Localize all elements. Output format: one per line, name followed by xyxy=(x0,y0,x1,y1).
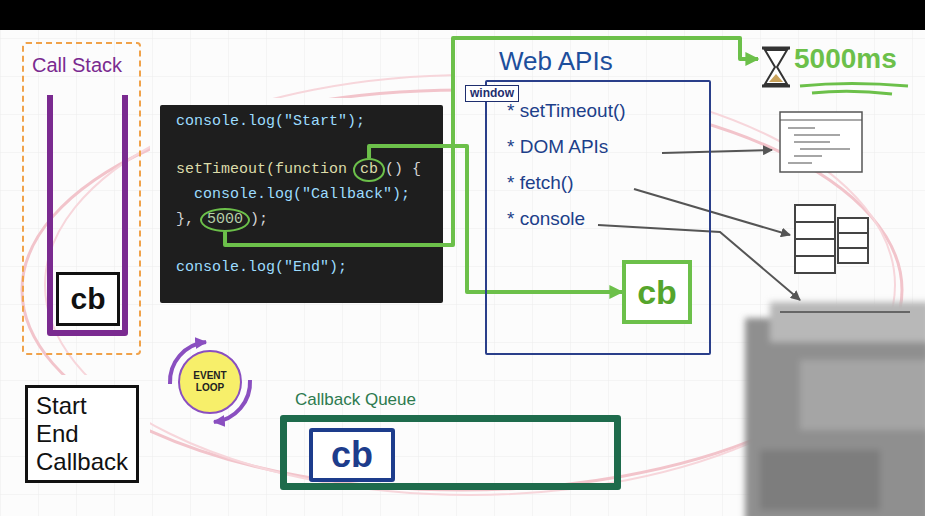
delay-circle: 5000 xyxy=(200,208,250,232)
blurred-region xyxy=(760,450,880,510)
document-sheet xyxy=(780,112,862,172)
delay-value: 5000 xyxy=(207,211,243,229)
web-api-item: * DOM APIs xyxy=(507,136,709,158)
code-row: }, 5000); xyxy=(176,210,268,230)
server-slot xyxy=(838,247,868,249)
document-line xyxy=(800,148,850,150)
document-line xyxy=(788,127,815,129)
document-line xyxy=(780,120,862,121)
web-api-item: Web APIs xyxy=(499,46,709,76)
console-output: StartEndCallback xyxy=(25,385,139,483)
code-token: console.log("Start"); xyxy=(176,112,365,132)
stack-frame: cb xyxy=(56,272,120,326)
leader-arrow xyxy=(662,150,772,153)
tab-label: window xyxy=(470,86,514,101)
queued-callback: cb xyxy=(309,428,395,482)
blurred-region xyxy=(745,318,925,516)
flow-arrow xyxy=(225,38,758,245)
callback-name-circle: cb xyxy=(353,158,385,182)
dom-document-icon xyxy=(780,112,862,172)
timer-underline xyxy=(800,84,908,87)
server-slot xyxy=(838,232,868,234)
document-line xyxy=(794,155,822,157)
window-tab: window xyxy=(465,85,519,102)
web-api-item: * setTimeout() xyxy=(507,100,709,122)
code-token: }, xyxy=(176,210,194,230)
monitor-edge xyxy=(780,311,910,313)
event-loop-label: EVENT LOOP xyxy=(188,370,232,394)
top-bar xyxy=(0,0,925,30)
web-api-callback: cb xyxy=(622,260,692,324)
console-line: Start xyxy=(36,392,128,420)
code-token: setTimeout(function xyxy=(176,160,347,180)
server-rack xyxy=(838,218,868,263)
console-line: Callback xyxy=(36,448,128,476)
hourglass-icon xyxy=(762,48,790,86)
queue-title: Callback Queue xyxy=(295,388,614,412)
console-line: End xyxy=(36,420,128,448)
event-loop: EVENT LOOP xyxy=(178,350,242,414)
web-api-item: * console xyxy=(507,208,709,230)
code-token: ); xyxy=(250,210,268,230)
server-rack xyxy=(795,205,835,273)
code-row: setTimeout(function cb () { xyxy=(176,160,421,180)
code-editor-background xyxy=(160,105,443,303)
web-apis-panel: Web APIs* setTimeout()* DOM APIs* fetch(… xyxy=(485,80,711,355)
server-slot xyxy=(795,238,835,240)
hourglass-glass xyxy=(765,50,787,84)
function-name: cb xyxy=(360,161,378,179)
server-slot xyxy=(795,221,835,223)
timer-duration: 5000ms xyxy=(794,42,897,76)
server-icon xyxy=(795,205,868,273)
frame-label: cb xyxy=(70,281,105,317)
hourglass-sand xyxy=(769,74,783,82)
web-api-item: * fetch() xyxy=(507,172,709,194)
blurred-console-area xyxy=(745,302,925,516)
callback-label: cb xyxy=(637,272,677,312)
code-row: console.log("Start"); xyxy=(176,112,365,132)
document-line xyxy=(788,162,812,164)
blurred-region xyxy=(800,360,925,430)
timer: 5000ms xyxy=(758,40,901,78)
code-token: console.log("End"); xyxy=(176,258,347,278)
callback-queue: Callback Queuecb xyxy=(280,415,621,490)
document-line xyxy=(794,134,840,136)
callback-label: cb xyxy=(331,432,373,478)
stack-title: Call Stack xyxy=(32,52,139,78)
server-slot xyxy=(795,255,835,257)
code-token: console.log("Callback"); xyxy=(194,185,410,205)
code-row: console.log("End"); xyxy=(176,258,347,278)
document-line xyxy=(794,141,830,143)
timer-underline xyxy=(812,91,892,94)
blurred-region xyxy=(770,302,925,342)
code-row: console.log("Callback"); xyxy=(176,185,410,205)
code-token: () { xyxy=(385,160,421,180)
call-stack: Call Stack cb xyxy=(22,42,141,355)
code-editor: console.log("Start"); setTimeout(function… xyxy=(160,105,443,303)
stack-outline xyxy=(50,95,125,333)
